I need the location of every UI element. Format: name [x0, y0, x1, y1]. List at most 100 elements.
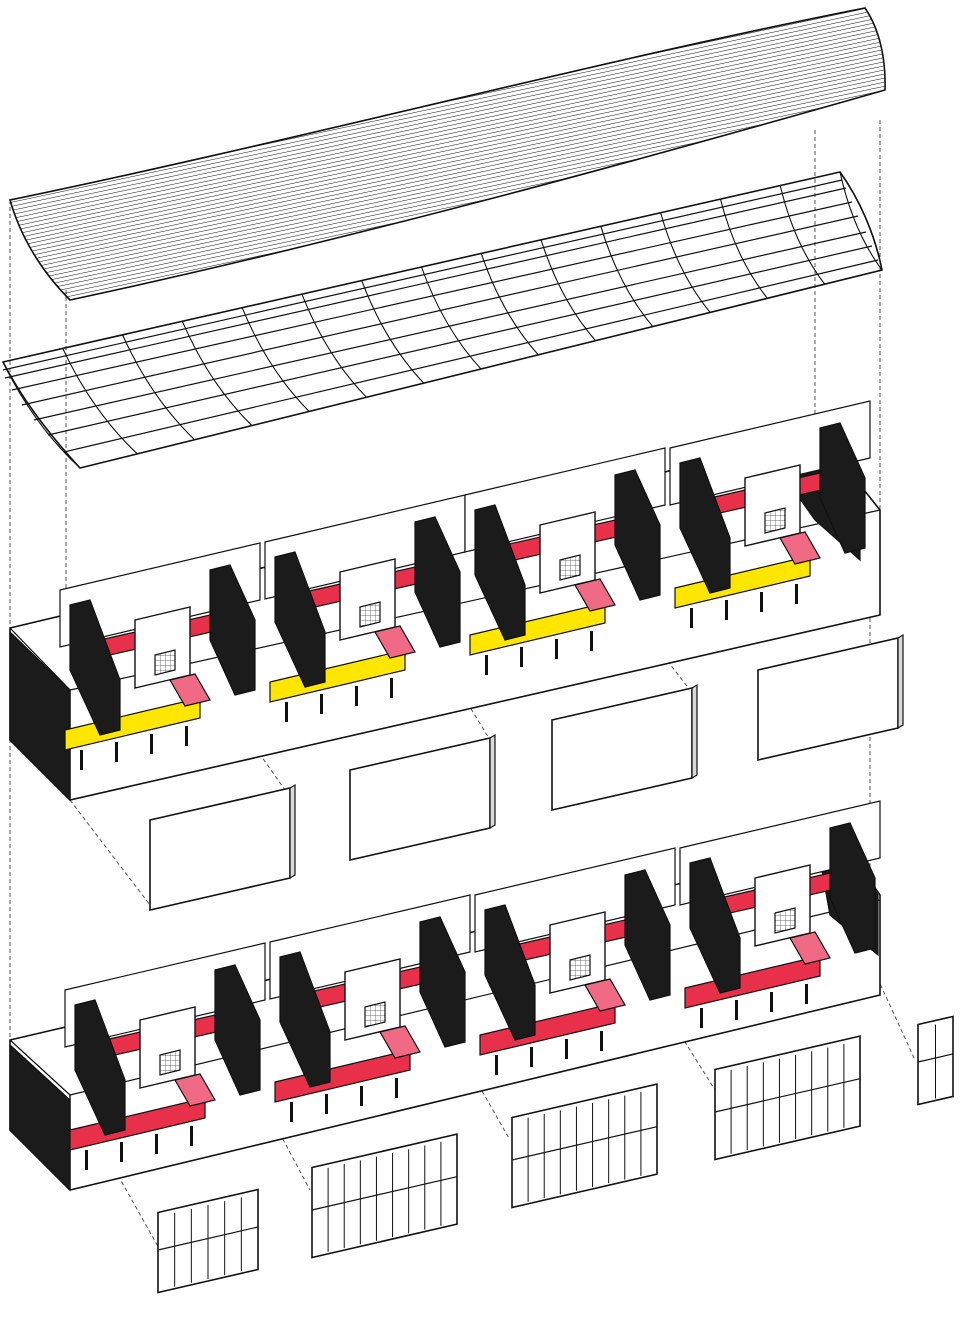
truss-rafter — [480, 253, 539, 356]
column — [760, 592, 763, 612]
truss-rafter — [122, 334, 195, 441]
service-core — [754, 864, 811, 947]
panel-face — [149, 786, 291, 912]
window-grille — [159, 1049, 181, 1076]
panel-edge — [289, 783, 296, 880]
rear-wall — [464, 447, 666, 553]
party-wall — [214, 964, 261, 1096]
column — [530, 1047, 533, 1067]
column — [150, 734, 153, 754]
dwelling-unit — [464, 447, 666, 675]
column — [770, 992, 773, 1012]
truss-rafter — [600, 226, 654, 327]
party-wall — [474, 504, 526, 641]
rear-wall — [269, 894, 471, 1000]
roof-sheeting — [8, 7, 886, 301]
truss-rafter — [420, 266, 482, 370]
panel-face — [757, 636, 899, 762]
transom — [311, 1176, 458, 1211]
party-wall — [69, 599, 121, 736]
rear-wall — [474, 847, 676, 953]
truss-rafter — [540, 239, 596, 342]
service-core — [339, 558, 396, 641]
party-wall — [829, 822, 876, 954]
panel-edge — [691, 683, 698, 780]
dwelling-unit — [679, 800, 881, 1028]
truss-rafter — [241, 307, 310, 412]
truss-rafter — [62, 348, 138, 455]
party-wall — [819, 422, 866, 554]
transom — [714, 1078, 861, 1113]
roof-truss-grid — [1, 171, 883, 469]
party-wall — [74, 999, 126, 1136]
party-wall — [279, 951, 331, 1088]
column — [80, 750, 83, 770]
upper-facade-panels — [149, 633, 904, 912]
window-grille — [559, 554, 581, 581]
service-core — [549, 911, 606, 994]
column — [725, 600, 728, 620]
glazed-panel — [511, 1083, 658, 1209]
party-wall — [419, 916, 466, 1048]
dwelling-unit — [264, 494, 466, 722]
service-core — [344, 958, 401, 1041]
lower-floor-units — [9, 800, 881, 1192]
column — [795, 584, 798, 604]
column — [115, 742, 118, 762]
panel-face — [714, 1035, 861, 1161]
party-wall — [274, 551, 326, 688]
column — [735, 1000, 738, 1020]
party-wall — [414, 516, 461, 648]
dwelling-unit — [64, 942, 266, 1170]
column — [290, 1102, 293, 1122]
column — [325, 1094, 328, 1114]
floor-slab — [69, 1097, 206, 1151]
end-wall-left-lower — [9, 1043, 71, 1192]
column — [85, 1150, 88, 1170]
column — [155, 1134, 158, 1154]
column — [285, 702, 288, 722]
facade-panel — [757, 633, 904, 762]
lower-facade-panels — [157, 1015, 954, 1294]
truss-rafter — [2, 361, 81, 469]
dwelling-unit — [669, 400, 871, 628]
service-core — [134, 606, 191, 689]
glazed-panel — [917, 1015, 954, 1106]
window-grille — [774, 907, 796, 934]
party-wall — [209, 564, 256, 696]
truss-rafter — [181, 321, 253, 426]
panel-face — [349, 736, 491, 862]
transom — [511, 1126, 658, 1161]
column — [485, 655, 488, 675]
rear-wall — [64, 942, 266, 1048]
column — [395, 1078, 398, 1098]
column — [555, 639, 558, 659]
floor-slab — [674, 555, 811, 609]
floor-slab — [64, 697, 201, 751]
upper-floor-units — [9, 400, 881, 802]
column — [120, 1142, 123, 1162]
column — [360, 1086, 363, 1106]
column — [185, 726, 188, 746]
column — [495, 1055, 498, 1075]
dwelling-unit — [269, 894, 471, 1122]
window-grille — [364, 1001, 386, 1028]
window-grille — [154, 649, 176, 676]
column — [190, 1126, 193, 1146]
column — [590, 631, 593, 651]
column — [390, 678, 393, 698]
floor-slab — [684, 955, 821, 1009]
window-grille — [764, 507, 786, 534]
end-wall-left — [9, 630, 71, 802]
glazed-panel — [311, 1133, 458, 1259]
party-wall — [689, 857, 741, 994]
floor-slab — [274, 1049, 411, 1103]
panel-face — [511, 1083, 658, 1209]
truss-rafter — [839, 171, 883, 271]
column — [520, 647, 523, 667]
column — [320, 694, 323, 714]
truss-rafter — [361, 280, 425, 384]
floor-slab — [269, 649, 406, 703]
window-grille — [569, 954, 591, 981]
rear-wall — [669, 400, 871, 506]
